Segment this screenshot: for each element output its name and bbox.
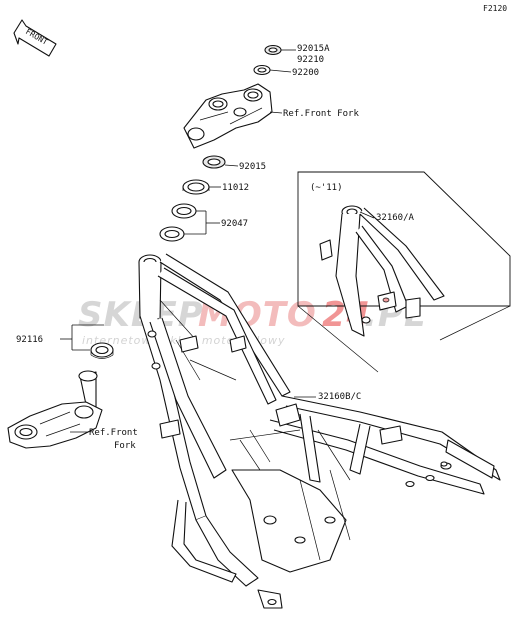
race-92047-icon xyxy=(159,203,197,242)
leader-lines-upper xyxy=(184,49,296,235)
label-ref-front-fork-top: Ref.Front Fork xyxy=(283,109,359,119)
label-92015: 92015 xyxy=(239,162,266,172)
nut-92200-icon xyxy=(253,64,271,76)
label-32160a: 32160/A xyxy=(376,213,415,223)
lower-triple-clamp-icon xyxy=(7,370,103,449)
upper-triple-clamp-icon xyxy=(183,83,273,149)
label-92210: 92210 xyxy=(297,55,324,65)
seal-92015a-icon xyxy=(264,44,282,56)
label-92047: 92047 xyxy=(221,219,248,229)
nut-92116-icon xyxy=(90,342,114,359)
label-11012: 11012 xyxy=(222,183,249,193)
main-frame-icon xyxy=(138,253,501,609)
leader-32160a xyxy=(359,211,375,219)
figure-code: F2120 xyxy=(483,4,507,13)
bearing-11012-icon xyxy=(182,179,210,195)
label-92200: 92200 xyxy=(292,68,319,78)
inset-panel: (~'11) xyxy=(297,171,511,373)
inset-label: (~'11) xyxy=(310,183,343,193)
seal-92015-icon xyxy=(202,155,226,169)
label-92015a: 92015A xyxy=(297,44,330,54)
label-ref-front-fork-bottom-2: Fork xyxy=(114,441,136,451)
front-arrow-icon: FRONT xyxy=(13,19,57,57)
label-32160bc: 32160B/C xyxy=(318,392,361,402)
label-92116: 92116 xyxy=(16,335,43,345)
label-ref-front-fork-bottom-1: Ref.Front xyxy=(89,428,138,438)
